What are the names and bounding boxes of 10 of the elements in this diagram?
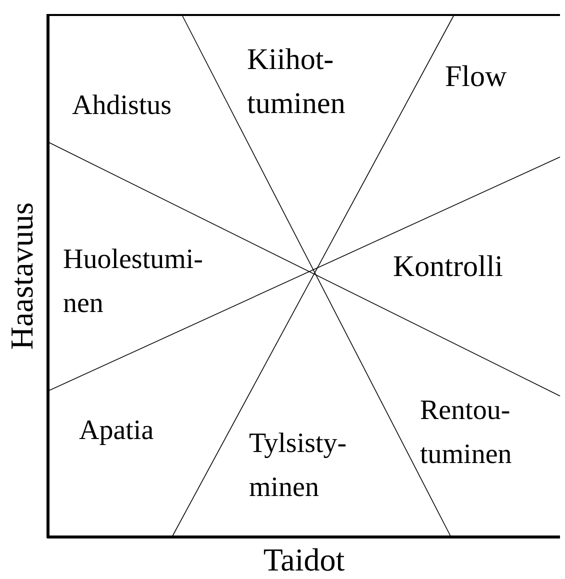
- zone-label: Kontrolli: [393, 245, 503, 289]
- zone-label: Ahdistus: [72, 84, 172, 128]
- zone-label: Tylsisty- minen: [249, 422, 347, 510]
- zone-label: Rentou- tuminen: [420, 389, 512, 477]
- zone-label: Kiihot- tuminen: [247, 38, 346, 126]
- axis-title: Taidot: [263, 542, 345, 578]
- axis-title: Haastavuus: [4, 202, 40, 350]
- zone-label: Apatia: [79, 409, 154, 453]
- zone-label: Huolestumi- nen: [63, 238, 203, 326]
- zone-label: Flow: [445, 55, 507, 99]
